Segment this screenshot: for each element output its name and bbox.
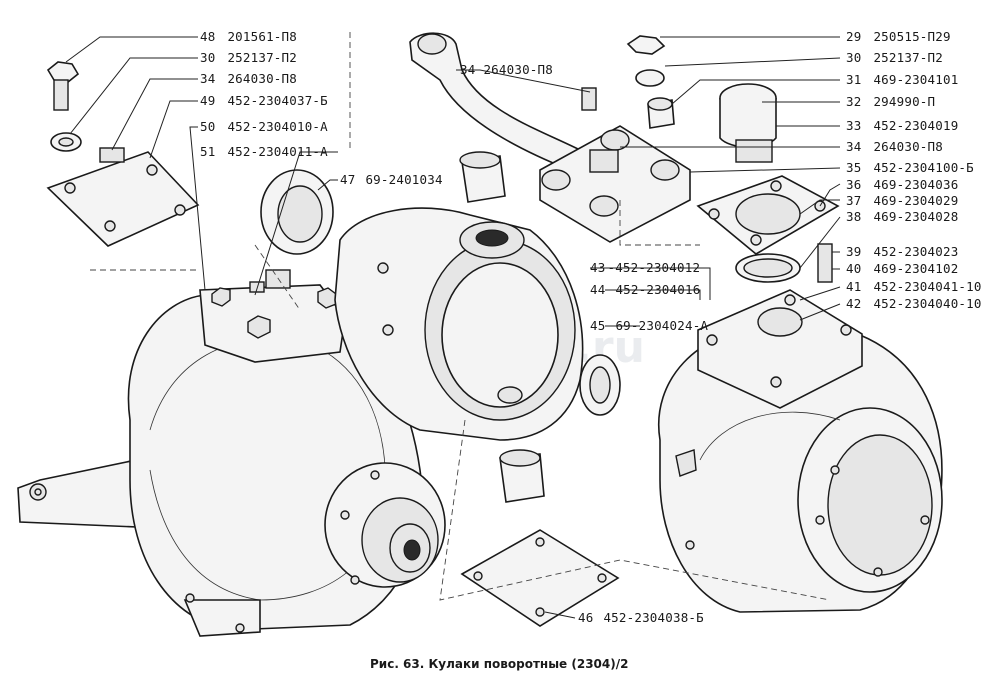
part-number: 264030-П8 [873, 139, 943, 154]
svg-text:43-452-2304012: 43-452-2304012 [590, 260, 700, 275]
center-parts-drawing [260, 151, 621, 627]
callout-number: 47 [340, 172, 355, 187]
part-number: 469-2304028 [873, 209, 958, 224]
callout-number: 34 [846, 139, 861, 154]
part-number: 452-2304016 [615, 282, 700, 297]
part-number: 469-2304102 [873, 261, 958, 276]
callout-number: 49 [200, 93, 215, 108]
leader-lines [65, 32, 841, 619]
callout-number: 31 [846, 72, 861, 87]
callout-number: 37 [846, 193, 861, 208]
callout-number: 41 [846, 279, 861, 294]
callout-number: 32 [846, 94, 861, 109]
callout-number: 34 [460, 62, 475, 77]
callout-number: 39 [846, 244, 861, 259]
callout-number: 30 [200, 50, 215, 65]
part-number: 250515-П29 [873, 29, 950, 44]
part-number: 469-2304036 [873, 177, 958, 192]
right-top-parts [626, 35, 840, 283]
part-number: 469-2304029 [873, 193, 958, 208]
part-number: 452-2304023 [873, 244, 958, 259]
callout-number: 36 [846, 177, 861, 192]
part-number: 294990-П [873, 94, 935, 109]
left-cover-parts [46, 61, 200, 247]
callout-number: 51 [200, 144, 215, 159]
callout-number: 34 [200, 71, 215, 86]
part-number: 252137-П2 [873, 50, 943, 65]
callout-number: 29 [846, 29, 861, 44]
part-number: 469-2304101 [873, 72, 958, 87]
figure-caption: Рис. 63. Кулаки поворотные (2304)/2 [370, 657, 628, 671]
part-number: 452-2304012 [615, 260, 700, 275]
left-knuckle-drawing [17, 269, 446, 637]
callout-number: 38 [846, 209, 861, 224]
callout-number: 48 [200, 29, 215, 44]
part-number: 452-2304010-А [227, 119, 328, 134]
part-number: 452-2304038-Б [603, 610, 703, 625]
labels-left: 48 201561-П8 30 252137-П2 34 264030-П8 49 45… [200, 29, 328, 159]
part-number: 69-2401034 [365, 172, 442, 187]
callout-number: 33 [846, 118, 861, 133]
callout-number: 40 [846, 261, 861, 276]
part-number: 452-2304019 [873, 118, 958, 133]
callout-number: 44 [590, 282, 605, 297]
callout-number: 30 [846, 50, 861, 65]
part-number: 452-2304037-Б [227, 93, 327, 108]
labels-right: 29 250515-П29 30 252137-П2 31 469-2304101 3… [846, 29, 982, 311]
steering-arm-drawing [409, 32, 691, 243]
part-number: 69-2304024-А [615, 318, 708, 333]
part-number: 201561-П8 [227, 29, 297, 44]
part-number: 452-2304040-10 [873, 296, 981, 311]
callout-number: 35 [846, 160, 861, 175]
callout-number: 42 [846, 296, 861, 311]
callout-number: 45 [590, 318, 605, 333]
callout-number: 50 [200, 119, 215, 134]
part-number: 264030-П8 [227, 71, 297, 86]
callout-number: 46 [578, 610, 593, 625]
part-number: 452-2304011-А [227, 144, 328, 159]
part-number: 264030-П8 [483, 62, 553, 77]
part-number: 452-2304041-10 [873, 279, 981, 294]
right-knuckle-drawing [657, 289, 943, 613]
part-number: 252137-П2 [227, 50, 297, 65]
callout-number: 43 [590, 260, 605, 275]
part-number: 452-2304100-Б [873, 160, 973, 175]
